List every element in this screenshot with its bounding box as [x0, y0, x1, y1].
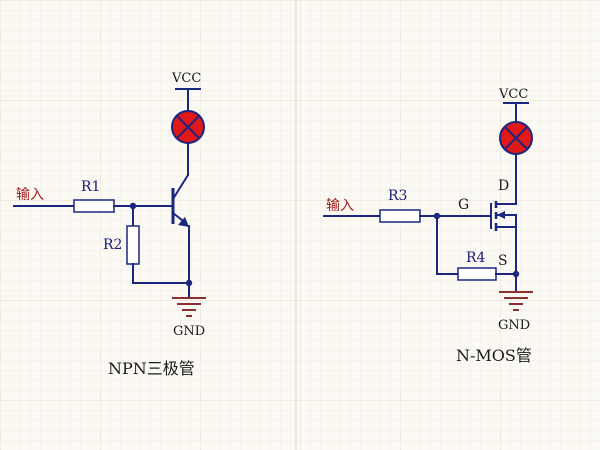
npn-vcc-label: VCC [171, 71, 201, 86]
nmos-transistor-icon [490, 201, 516, 231]
nmos-caption: N-MOS管 [456, 346, 532, 365]
nmos-gate-label: G [458, 197, 469, 213]
npn-circuit: VCC 输入 R1 R2 [13, 71, 206, 378]
npn-ground-symbol [172, 297, 206, 317]
npn-caption: NPN三极管 [108, 359, 195, 378]
lamp-icon [499, 121, 533, 155]
npn-input-label: 输入 [16, 187, 44, 203]
npn-r1-label: R1 [81, 179, 100, 195]
npn-r2-resistor [126, 225, 140, 265]
nmos-drain-label: D [498, 178, 509, 194]
lamp-icon [171, 110, 205, 144]
npn-r2-label: R2 [103, 237, 122, 253]
npn-transistor-icon [171, 174, 189, 227]
npn-r1-resistor [73, 199, 115, 213]
nmos-ground-symbol [499, 291, 533, 311]
nmos-gnd-label: GND [498, 318, 530, 333]
nmos-vcc-label: VCC [498, 87, 528, 102]
npn-emitter-junction-dot [185, 279, 193, 287]
nmos-source-label: S [498, 253, 508, 269]
npn-gnd-label: GND [173, 324, 205, 339]
nmos-circuit: VCC D 输入 R3 G R4 [323, 87, 533, 365]
nmos-r3-label: R3 [388, 188, 407, 204]
nmos-r4-label: R4 [466, 250, 486, 266]
nmos-source-junction-dot [512, 270, 520, 278]
nmos-r4-resistor [457, 267, 497, 281]
nmos-r3-resistor [379, 209, 421, 223]
nmos-input-label: 输入 [326, 198, 354, 214]
